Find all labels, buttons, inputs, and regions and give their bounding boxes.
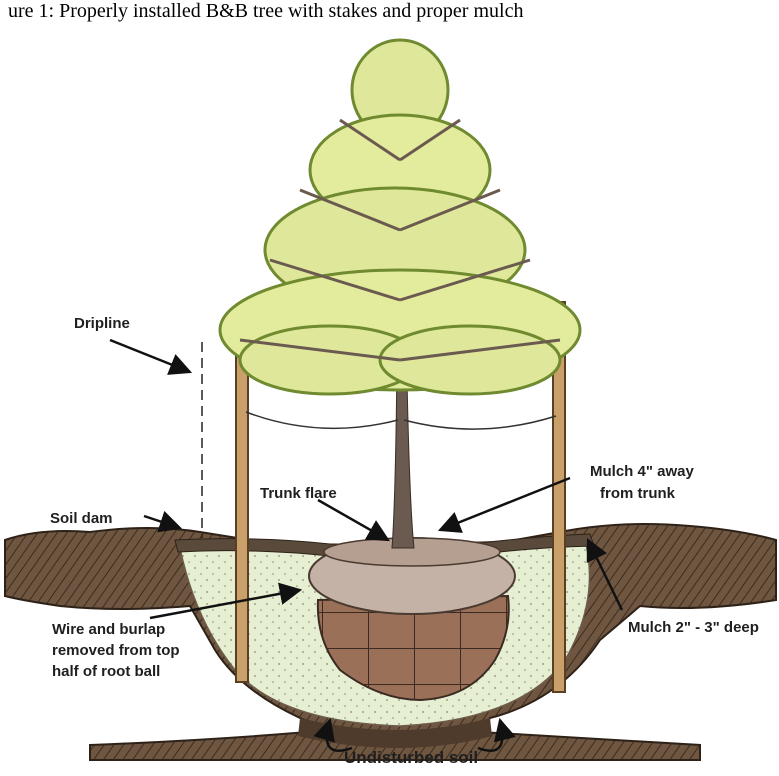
arrow-trunk-flare: [318, 500, 388, 540]
label-wire-line2: removed from top: [52, 642, 180, 659]
label-undisturbed-soil: Undisturbed soil: [344, 748, 478, 767]
label-mulch-away-line1: Mulch 4" away: [590, 463, 694, 480]
label-dripline: Dripline: [74, 315, 130, 332]
arrow-soil-dam: [144, 516, 180, 528]
guy-wire-right: [404, 416, 556, 429]
arrow-mulch-away: [440, 478, 570, 530]
arrow-dripline: [110, 340, 190, 372]
label-soil-dam: Soil dam: [50, 510, 113, 527]
label-mulch-deep: Mulch 2" - 3" deep: [628, 619, 759, 636]
label-wire-line3: half of root ball: [52, 663, 160, 680]
label-trunk-flare: Trunk flare: [260, 485, 337, 502]
tree-canopy: [220, 40, 580, 394]
label-mulch-away-line2: from trunk: [600, 485, 676, 502]
guy-wire-left: [246, 412, 398, 428]
label-wire-line1: Wire and burlap: [52, 621, 165, 638]
